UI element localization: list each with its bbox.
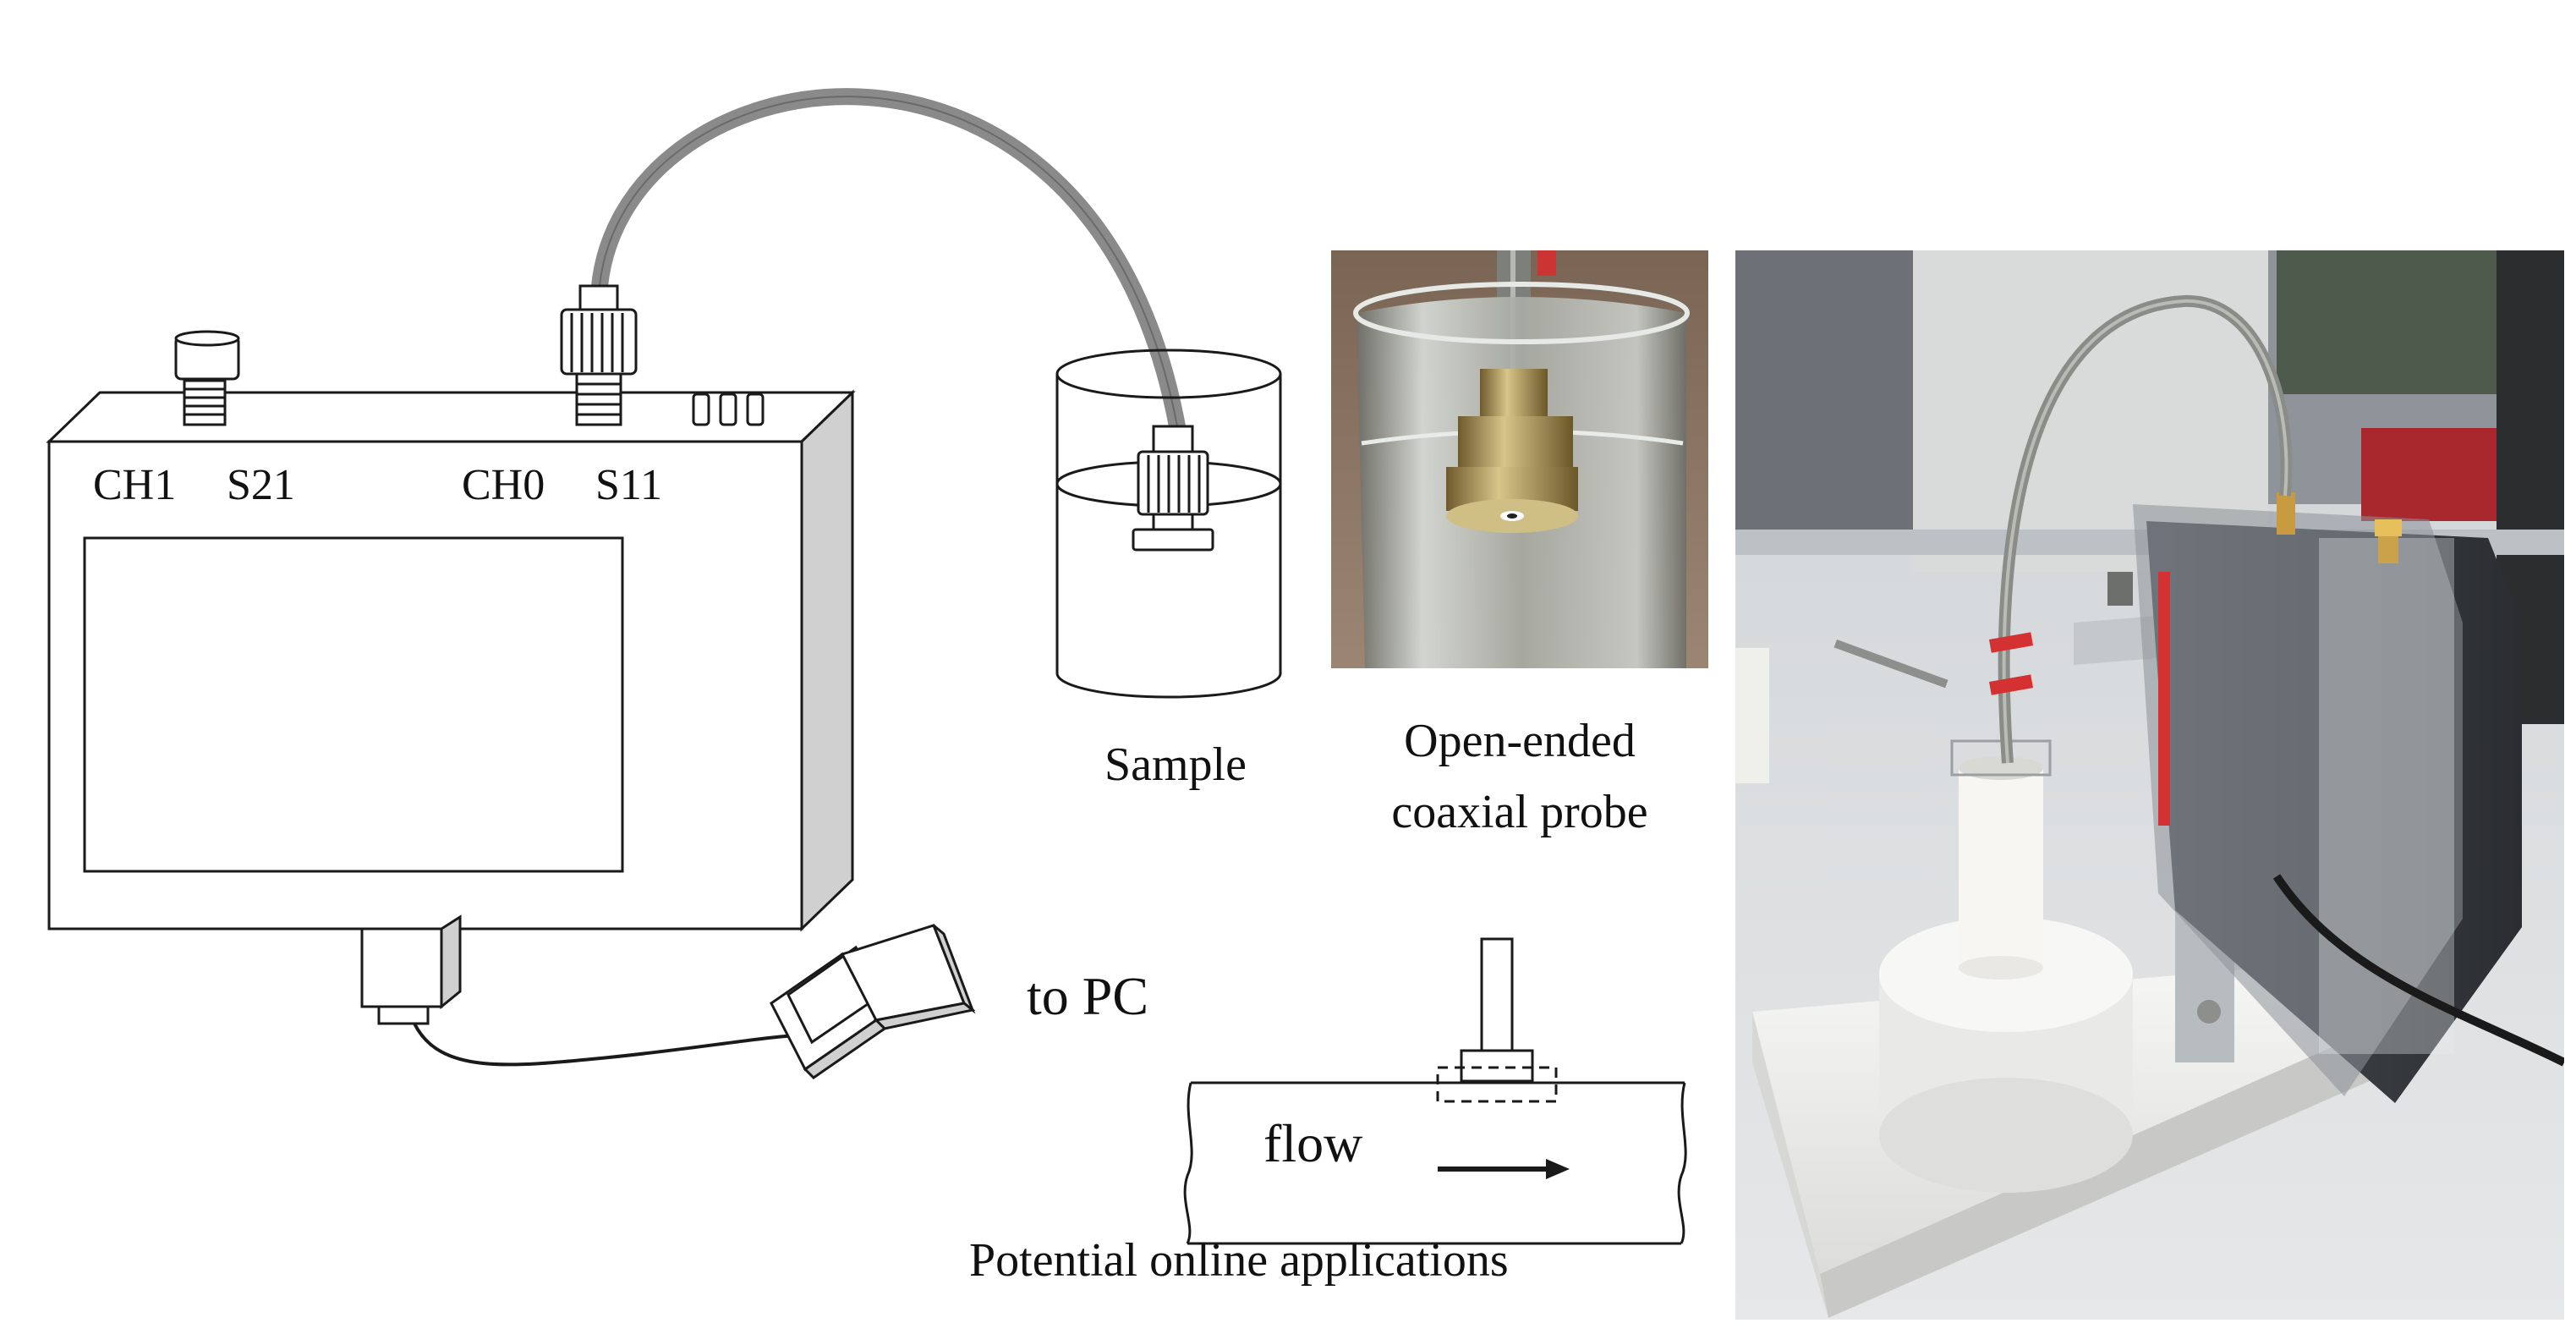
usb-cable bbox=[413, 1023, 799, 1067]
port-label-s21: S21 bbox=[227, 461, 295, 509]
usb-port bbox=[360, 914, 462, 1025]
device-side-face bbox=[800, 389, 854, 932]
pipe-probe bbox=[1436, 937, 1558, 1103]
ch0-connector bbox=[560, 284, 638, 426]
probe-caption-line2: coaxial probe bbox=[1391, 786, 1648, 838]
port-label-s11: S11 bbox=[595, 461, 662, 509]
probe-caption-line1: Open-ended bbox=[1404, 715, 1636, 767]
setup-photo bbox=[1735, 250, 2564, 1320]
probe-connector bbox=[1132, 425, 1214, 552]
port-label-ch1: CH1 bbox=[93, 461, 177, 509]
port-label-ch0: CH0 bbox=[462, 461, 545, 509]
to-pc-label: to PC bbox=[1027, 966, 1149, 1026]
usb-plug bbox=[770, 924, 976, 1079]
flow-arrow bbox=[1438, 1159, 1570, 1179]
flow-pipe bbox=[1183, 1081, 1687, 1245]
device-screen bbox=[83, 536, 624, 873]
vna-device bbox=[46, 389, 856, 932]
led-pins bbox=[692, 393, 765, 426]
sample-label: Sample bbox=[1104, 738, 1247, 791]
online-applications-caption: Potential online applications bbox=[969, 1234, 1509, 1287]
ch1-connector bbox=[174, 330, 240, 426]
probe-closeup-photo bbox=[1331, 250, 1708, 668]
flow-label: flow bbox=[1263, 1113, 1363, 1173]
